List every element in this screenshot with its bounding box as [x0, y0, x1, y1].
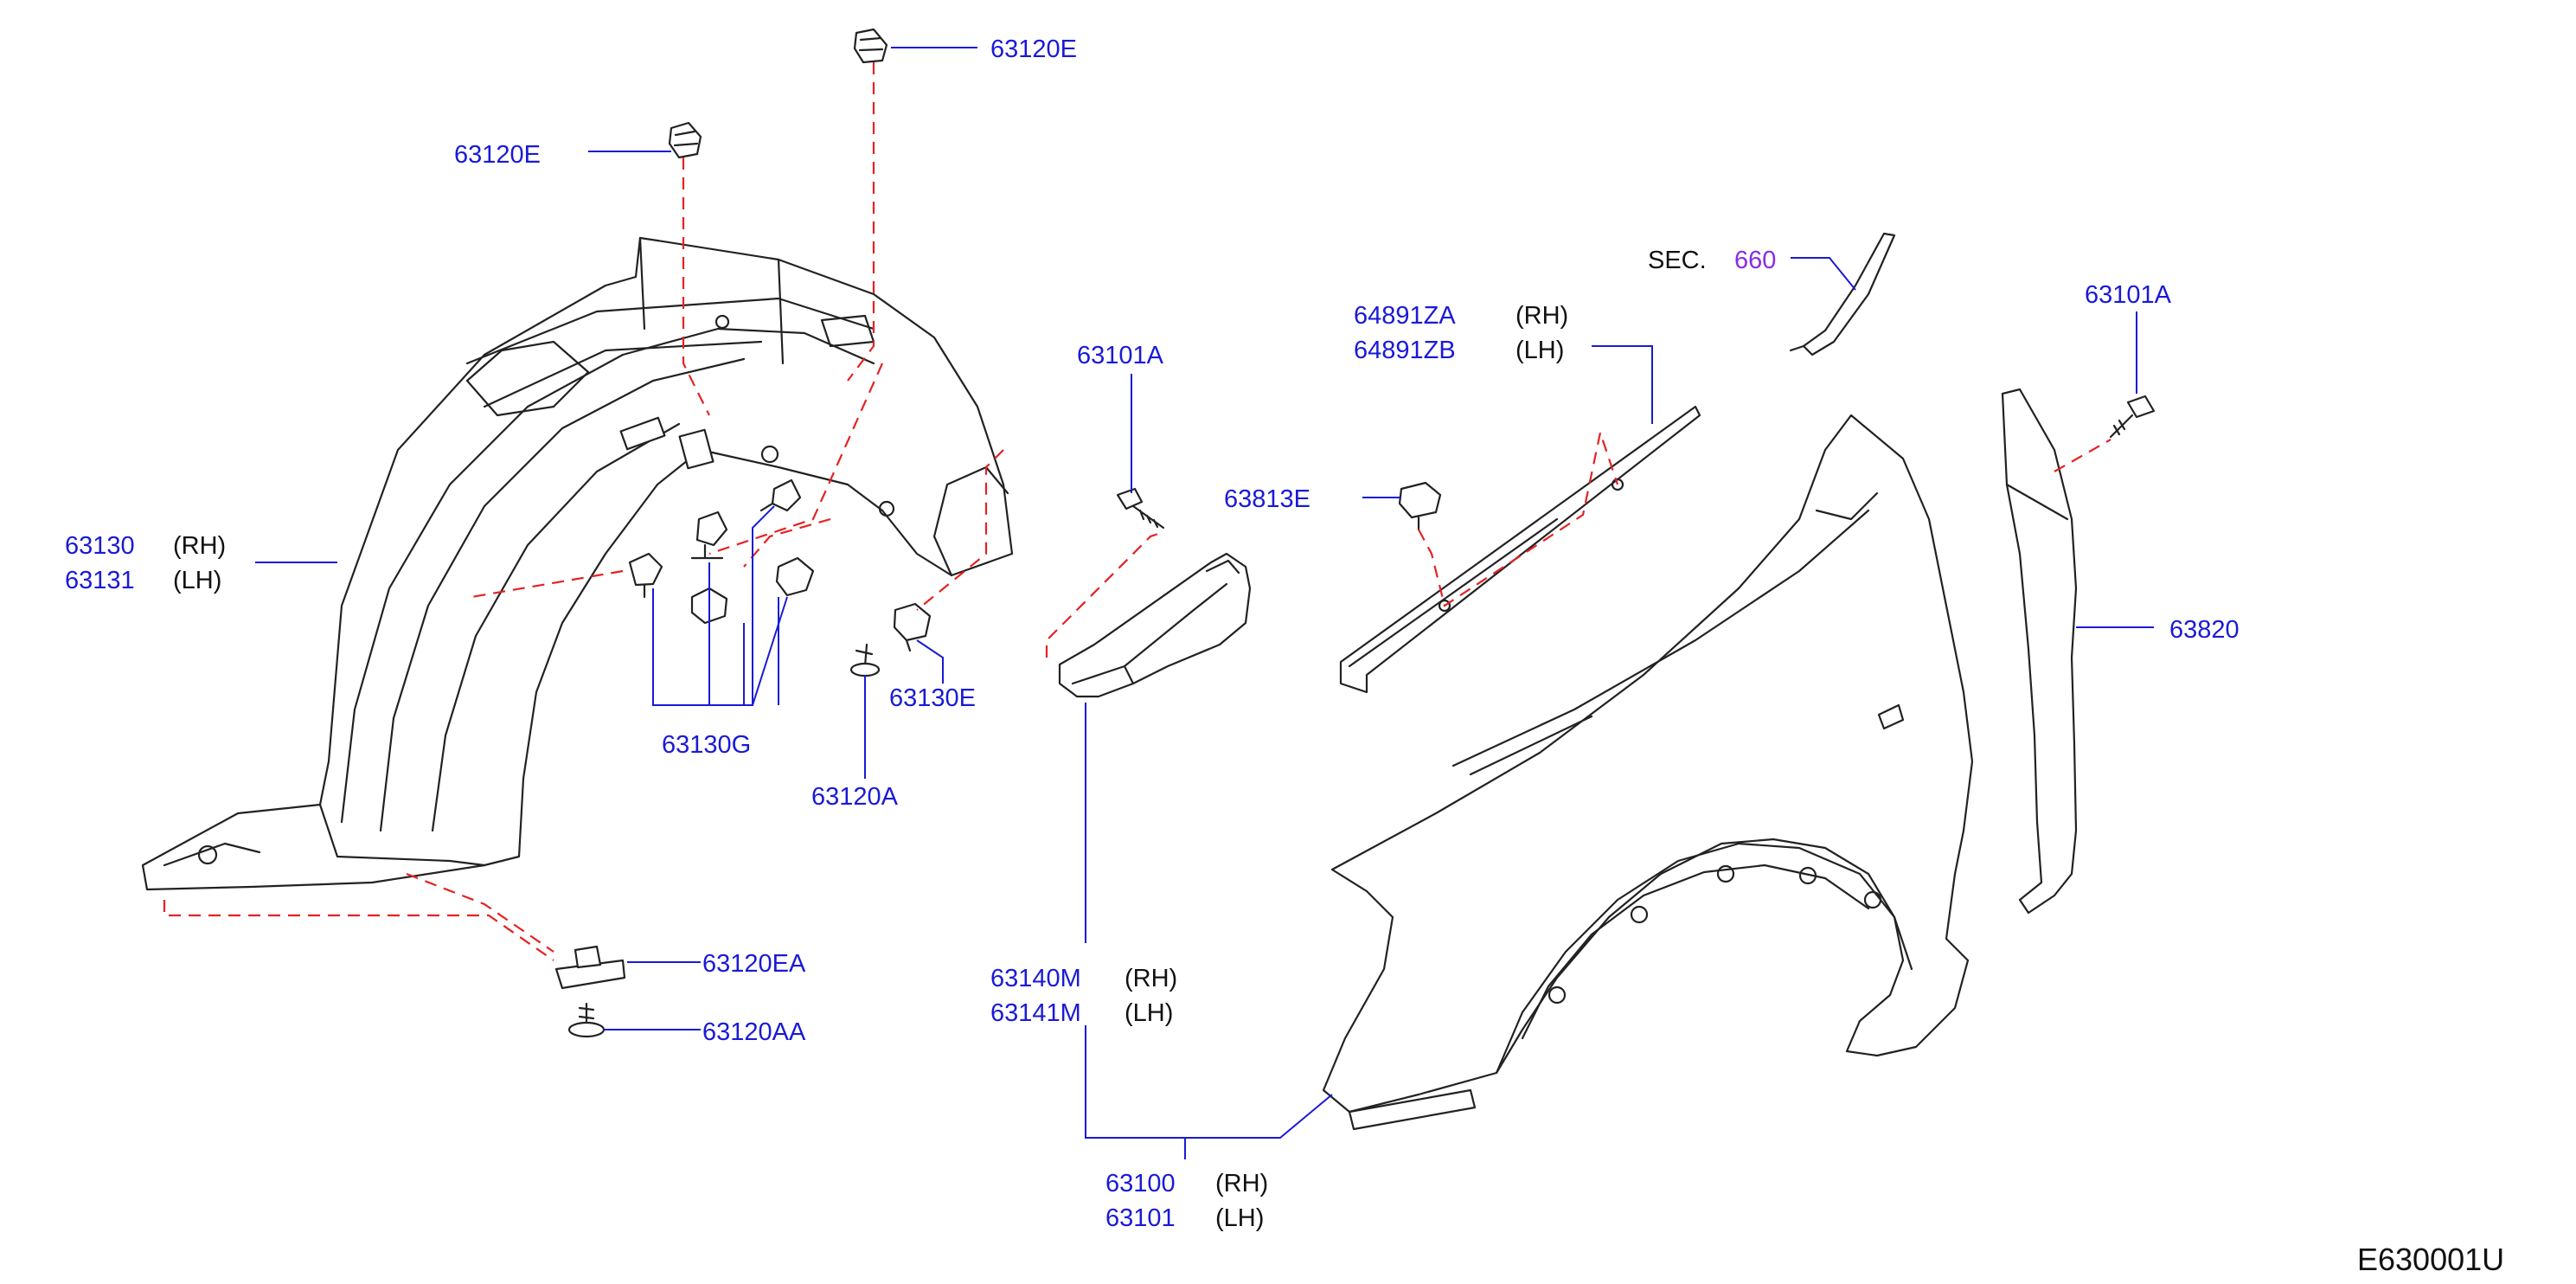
callout-part-number: 63120AA: [702, 1018, 806, 1046]
fender-protector-drawing: [141, 236, 1014, 891]
callout-part-number: 63101A: [2085, 281, 2172, 309]
callout-part-number: 63120EA: [702, 950, 806, 978]
leader-lines: [255, 47, 2154, 1159]
callout-side: (LH): [1215, 1204, 1264, 1232]
clip-drawings: [554, 28, 932, 1038]
callout-part-number: 64891ZB: [1354, 337, 1456, 364]
callout-labels: 63120E 63120E 63130 (RH) 63131 (LH) 6313…: [65, 35, 2504, 1277]
callout-side: (RH): [1515, 302, 1568, 330]
callout-part-number: 64891ZA: [1354, 302, 1456, 330]
fender-drawing: [1322, 414, 1974, 1131]
callout-part-number: 63820: [2169, 616, 2240, 644]
callout-part-number: 63813E: [1224, 485, 1310, 513]
insulator-drawing: [1789, 232, 2156, 915]
bracket-drawing: [1058, 487, 1252, 698]
section-ref-number[interactable]: 660: [1734, 247, 1776, 274]
callout-part-number: 63130: [65, 532, 135, 560]
callout-side: (LH): [173, 567, 221, 594]
callout-part-number: 63101: [1105, 1204, 1176, 1232]
callout-part-number: 63120E: [990, 35, 1077, 63]
section-ref-prefix: SEC.: [1648, 247, 1707, 274]
diagram-id: E630001U: [2357, 1242, 2504, 1277]
callout-part-number: 63140M: [990, 965, 1081, 992]
callout-side: (LH): [1125, 999, 1173, 1027]
callout-part-number: 63141M: [990, 999, 1081, 1027]
seal-drawing: [1339, 405, 1701, 694]
callout-part-number: 63130G: [662, 731, 751, 759]
callout-part-number: 63101A: [1077, 342, 1164, 369]
callout-part-number: 63120A: [811, 783, 899, 811]
callout-side: (RH): [1125, 965, 1177, 992]
callout-part-number: 63130E: [889, 684, 976, 712]
callout-side: (RH): [1215, 1170, 1268, 1197]
installation-lines: [163, 62, 2111, 961]
callout-side: (LH): [1515, 337, 1564, 364]
callout-part-number: 63100: [1105, 1170, 1176, 1197]
callout-part-number: 63131: [65, 567, 135, 594]
callout-side: (RH): [173, 532, 226, 560]
callout-part-number: 63120E: [454, 141, 541, 169]
